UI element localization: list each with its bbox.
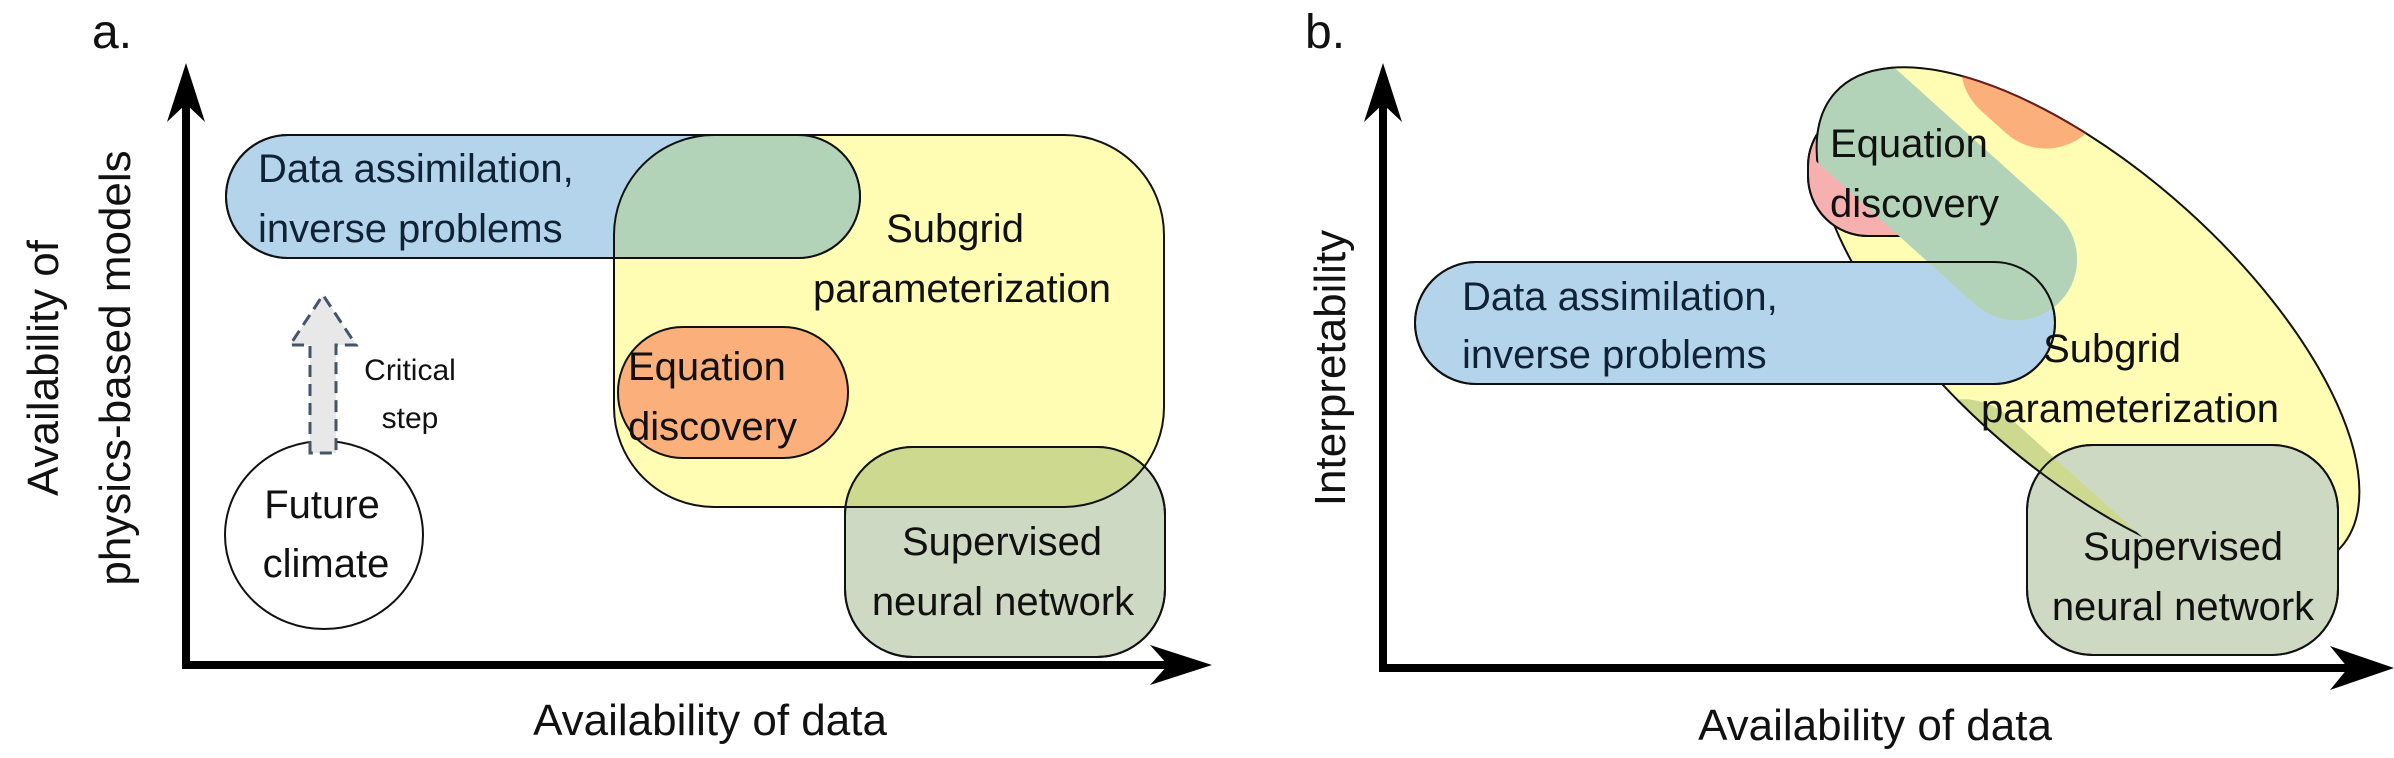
y-axis-label-line-2: physics-based models [91, 150, 140, 585]
y-axis-label-line-1: Interpretability [1306, 230, 1355, 506]
equation-discovery-label-line-2: discovery [1830, 182, 1999, 226]
panel-a-y-axis-arrowhead-icon [167, 63, 205, 122]
panel-b-x-axis-label: Availability of data [1698, 701, 2052, 750]
supervised-nn-label-line-2: neural network [2052, 585, 2315, 629]
overlap-nn-subgrid [1818, 372, 2191, 574]
y-axis-label-line-1: Availability of [19, 239, 68, 496]
panel-b-y-axis-label: Interpretability [1306, 230, 1355, 506]
data-assimilation-label-line-1: Data assimilation, [258, 147, 574, 191]
data-assimilation-label-line-2: inverse problems [258, 207, 563, 251]
data-assimilation-outline [1414, 261, 2056, 385]
supervised-nn-label-line-2: neural network [872, 580, 1135, 624]
data-assimilation-outline [225, 134, 861, 259]
critical-step-label-line-2: step [382, 402, 439, 435]
panel-a-label: a. [92, 6, 132, 59]
panel-b-x-axis-arrowhead-icon [2330, 646, 2394, 690]
panel-a-x-axis-arrowhead-icon [1150, 645, 1212, 685]
subgrid-label-line-1: Subgrid [886, 207, 1024, 251]
subgrid-label-line-1: Subgrid [2043, 327, 2181, 371]
future-climate-region [224, 440, 424, 630]
subgrid-label-line-2: parameterization [813, 267, 1111, 311]
panel-b: b. Interpretability Equation discovery D… [1305, 6, 2394, 750]
panel-a: a. Availability of physics-based models [19, 6, 1212, 745]
supervised-nn-outline [2026, 444, 2339, 656]
subgrid-label-line-2: parameterization [1981, 387, 2279, 431]
supervised-nn-label-line-1: Supervised [902, 520, 1102, 564]
subgrid-outline-inside-nn [845, 447, 1165, 508]
supervised-nn-label-line-1: Supervised [2083, 525, 2283, 569]
overlap-da-subgrid [614, 135, 860, 258]
equation-discovery-region [617, 326, 849, 459]
critical-step-label-line-1: Critical [364, 354, 456, 387]
panel-b-y-axis-arrowhead-icon [1364, 63, 1402, 122]
future-climate-label-line-2: climate [263, 542, 390, 586]
critical-step-arrow-icon [287, 292, 359, 455]
equation-discovery-label-line-2: discovery [628, 405, 797, 449]
panel-a-x-axis-label: Availability of data [533, 696, 887, 745]
data-assimilation-label-line-1: Data assimilation, [1462, 275, 1778, 319]
supervised-nn-outline [844, 446, 1166, 658]
equation-discovery-label-line-1: Equation [628, 345, 786, 389]
equation-discovery-label-line-1: Equation [1830, 122, 1988, 166]
future-climate-label-line-1: Future [264, 483, 380, 527]
data-assimilation-label-line-2: inverse problems [1462, 333, 1767, 377]
panel-b-label: b. [1305, 6, 1345, 59]
panel-a-y-axis-label: Availability of physics-based models [19, 150, 140, 585]
